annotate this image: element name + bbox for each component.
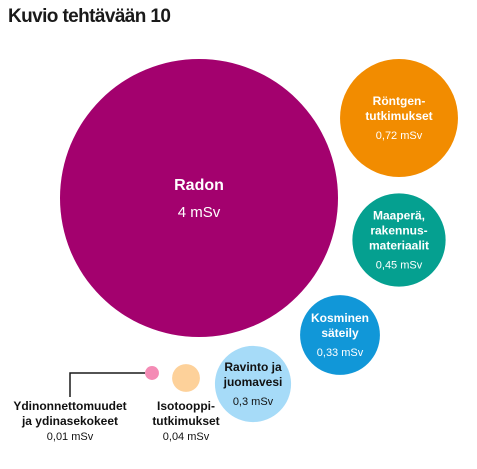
bubble-ydinonnettomuudet-value: 0,01 mSv <box>47 431 94 443</box>
bubble-isotooppi-value: 0,04 mSv <box>163 431 210 443</box>
bubble-maapera <box>352 193 446 287</box>
bubble-maapera-label-line-2: rakennus- <box>370 224 427 238</box>
bubble-radon-label-line-1: Radon <box>174 177 224 194</box>
bubble-isotooppi <box>172 364 200 392</box>
bubble-ravinto-label-line-2: juomavesi <box>223 375 283 389</box>
bubble-maapera-label-line-1: Maaperä, <box>373 209 425 223</box>
bubble-rontgen-label-line-1: Röntgen- <box>373 94 426 108</box>
bubble-maapera-group: Maaperä,rakennus-materiaalit 0,45 mSv <box>352 193 446 287</box>
bubble-isotooppi-label-line-2: tutkimukset <box>152 414 219 428</box>
bubble-rontgen-value: 0,72 mSv <box>376 130 423 142</box>
bubble-ydinonnettomuudet-label-line-2: ja ydinasekokeet <box>21 414 118 428</box>
bubble-radon-group: Radon 4 mSv <box>60 59 338 337</box>
bubble-kosminen-label-line-2: säteily <box>321 326 359 340</box>
bubble-ydinonnettomuudet-leader-line <box>69 372 146 397</box>
bubble-rontgen <box>340 59 458 177</box>
bubble-kosminen-label-line-1: Kosminen <box>311 311 369 325</box>
bubble-kosminen-value: 0,33 mSv <box>317 347 364 359</box>
bubble-maapera-value: 0,45 mSv <box>376 260 423 272</box>
bubble-isotooppi-label-line-1: Isotooppi- <box>157 399 215 413</box>
bubble-radon-value: 4 mSv <box>178 204 221 221</box>
bubble-kosminen <box>300 295 380 375</box>
bubble-maapera-label-line-3: materiaalit <box>369 239 429 253</box>
bubble-isotooppi-group: Isotooppi-tutkimukset 0,04 mSv <box>152 364 220 443</box>
bubble-ydinonnettomuudet-label-line-1: Ydinonnettomuudet <box>13 399 126 413</box>
bubble-rontgen-group: Röntgen-tutkimukset 0,72 mSv <box>340 59 458 177</box>
bubble-rontgen-label-line-2: tutkimukset <box>365 109 432 123</box>
bubble-ydinonnettomuudet <box>145 366 159 380</box>
bubble-ravinto-label-line-1: Ravinto ja <box>224 360 282 374</box>
bubble-ravinto <box>214 345 292 423</box>
chart-title: Kuvio tehtävään 10 <box>8 6 171 27</box>
bubble-radon <box>60 59 338 337</box>
bubble-ravinto-value: 0,3 mSv <box>233 396 274 408</box>
